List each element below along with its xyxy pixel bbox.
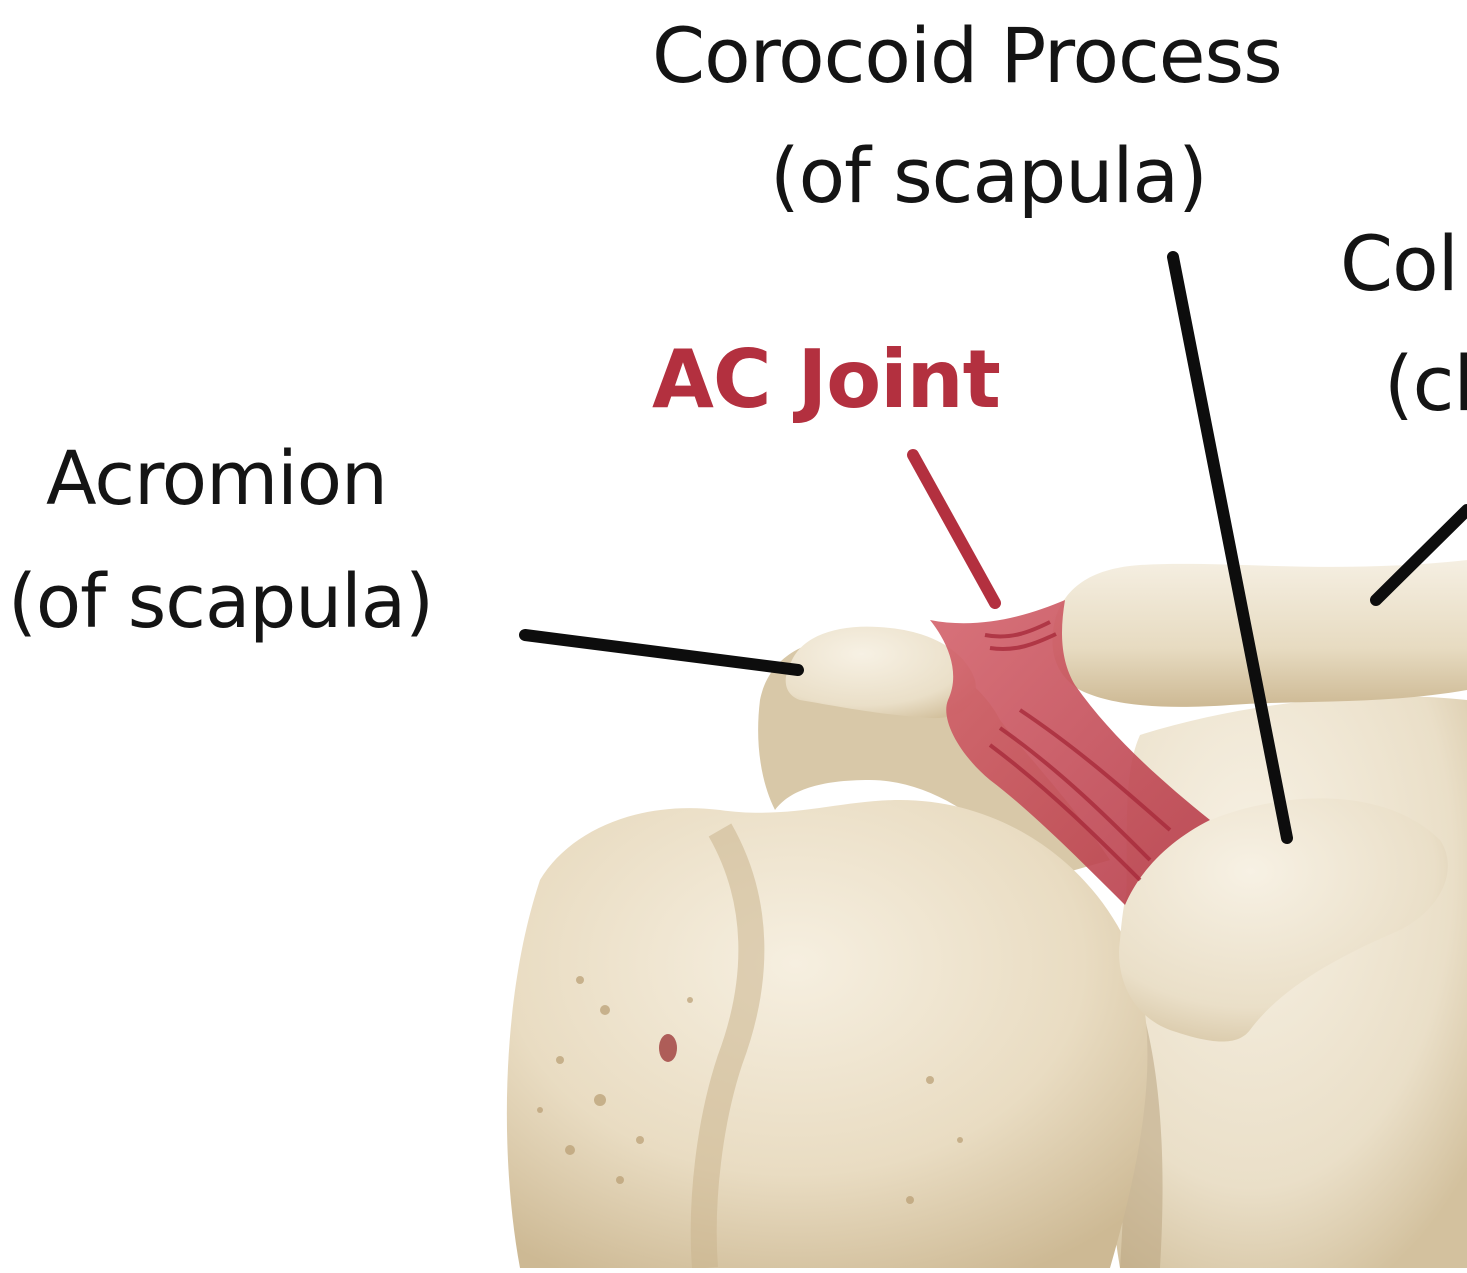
ac-joint-leader-line (913, 455, 995, 603)
clavicle-label-line1: Col (1340, 226, 1467, 302)
humeral-head (507, 800, 1148, 1268)
acromion-label-line2: (of scapula) (8, 565, 433, 639)
acromion-leader-line (525, 635, 798, 670)
clavicle-label-line2: (cl (1384, 346, 1467, 422)
ac-joint-label: AC Joint (652, 340, 1000, 420)
coracoid-label-line1: Corocoid Process (652, 18, 1282, 94)
coracoid-label-line2: (of scapula) (770, 138, 1207, 214)
humerus-spot (659, 1034, 677, 1062)
acromion-label-line1: Acromion (46, 442, 387, 516)
